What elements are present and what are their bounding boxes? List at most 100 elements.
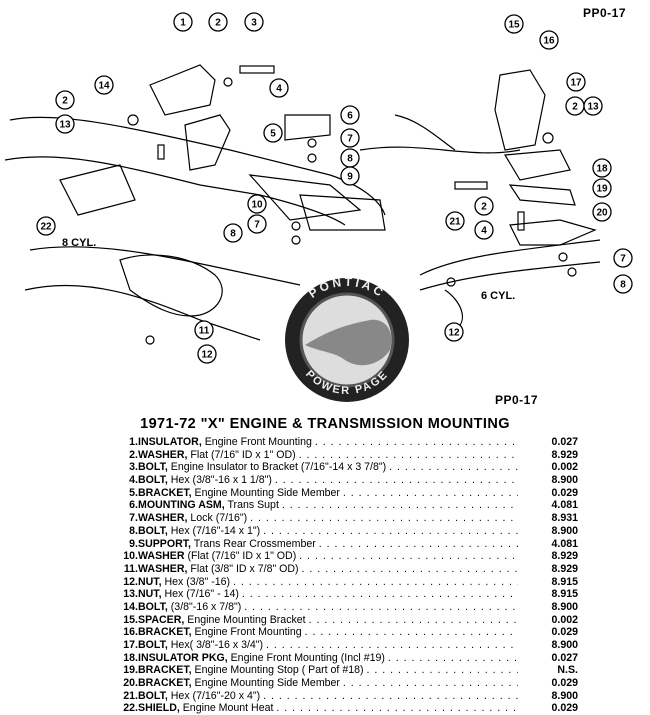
part-row: 21.BOLT, Hex (7/16"-20 x 4") . . . . . .… xyxy=(108,690,578,703)
part-description: BRACKET, Engine Mounting Stop ( Part of … xyxy=(138,664,518,677)
callout-number: 1 xyxy=(180,18,186,29)
part-group-number: 8.929 xyxy=(551,550,578,563)
callout-number: 4 xyxy=(276,84,282,95)
callout-circle xyxy=(613,248,633,268)
callout-circle xyxy=(340,128,360,148)
part-number: 21. xyxy=(123,689,138,702)
part-row: 3.BOLT, Engine Insulator to Bracket (7/1… xyxy=(108,461,578,474)
part-group-number: 0.029 xyxy=(551,677,578,690)
part-group-number: 8.900 xyxy=(551,639,578,651)
part-row: 22.SHIELD, Engine Mount Heat . . . . . .… xyxy=(108,702,578,715)
callout-number: 14 xyxy=(98,81,110,92)
callout-circle xyxy=(445,211,465,231)
part-number: 15. xyxy=(123,613,138,626)
part-group-number: N.S. xyxy=(557,664,578,677)
label-8-cyl: 8 CYL. xyxy=(62,237,96,249)
callout-number: 7 xyxy=(254,220,260,231)
part-number: 14. xyxy=(123,600,138,613)
part-row: 12.NUT, Hex (3/8" -16) . . . . . . . . .… xyxy=(108,576,578,589)
part-row: 13.NUT, Hex (7/16" - 14) . . . . . . . .… xyxy=(108,588,578,601)
part-group-number: 0.002 xyxy=(551,613,578,626)
part-number: 2. xyxy=(129,448,138,461)
callout-number: 4 xyxy=(481,226,487,237)
part-description: BRACKET, Engine Front Mounting . . . . .… xyxy=(138,626,518,639)
part-description: WASHER, Lock (7/16") . . . . . . . . . .… xyxy=(138,512,518,525)
part-group-number: 8.900 xyxy=(551,689,578,702)
part-group-number: 4.081 xyxy=(551,537,578,550)
part-row: 11.WASHER, Flat (3/8" ID x 7/8" OD) . . … xyxy=(108,563,578,576)
part-row: 7.WASHER, Lock (7/16") . . . . . . . . .… xyxy=(108,512,578,525)
part-description: WASHER (Flat (7/16" ID x 1" OD) . . . . … xyxy=(138,550,518,563)
part-description: BOLT, Hex (7/16"-20 x 4") . . . . . . . … xyxy=(138,689,518,702)
callout-circle xyxy=(173,12,193,32)
part-number: 18. xyxy=(123,651,138,664)
callout-circle xyxy=(592,158,612,178)
callout-circle xyxy=(340,105,360,125)
callout-number: 12 xyxy=(201,350,213,361)
part-description: SPACER, Engine Mounting Bracket . . . . … xyxy=(138,613,518,626)
part-row: 20.BRACKET, Engine Mounting Side Member … xyxy=(108,677,578,690)
part-number: 9. xyxy=(129,537,138,550)
callout-circle xyxy=(55,90,75,110)
part-description: BOLT, (3/8"-16 x 7/8") . . . . . . . . .… xyxy=(138,600,518,613)
part-group-number: 0.027 xyxy=(551,651,578,664)
callout-circle xyxy=(208,12,228,32)
part-number: 22. xyxy=(123,702,138,715)
part-description: BOLT, Hex( 3/8"-16 x 3/4") . . . . . . .… xyxy=(138,639,518,651)
part-description: BRACKET, Engine Mounting Side Member . .… xyxy=(138,677,518,690)
part-group-number: 8.915 xyxy=(551,588,578,601)
part-row: 2.WASHER, Flat (7/16" ID x 1" OD) . . . … xyxy=(108,449,578,462)
callout-circle xyxy=(244,12,264,32)
callout-number: 10 xyxy=(251,200,263,211)
callout-number: 6 xyxy=(347,111,353,122)
callout-circle xyxy=(269,78,289,98)
callout-number: 11 xyxy=(199,326,210,337)
callout-number: 8 xyxy=(347,154,353,165)
part-number: 7. xyxy=(129,512,138,525)
part-number: 1. xyxy=(129,436,138,448)
callout-number: 18 xyxy=(596,164,608,175)
part-number: 11. xyxy=(123,562,138,575)
callout-number: 15 xyxy=(508,20,520,31)
part-description: BOLT, Engine Insulator to Bracket (7/16"… xyxy=(138,461,518,474)
callout-circle xyxy=(504,14,524,34)
part-row: 6.MOUNTING ASM, Trans Supt . . . . . . .… xyxy=(108,499,578,512)
part-group-number: 8.931 xyxy=(551,512,578,525)
part-number: 6. xyxy=(129,499,138,512)
part-row: 15.SPACER, Engine Mounting Bracket . . .… xyxy=(108,614,578,627)
part-number: 13. xyxy=(123,588,138,601)
callout-circle xyxy=(539,30,559,50)
part-number: 8. xyxy=(129,524,138,537)
part-group-number: 0.029 xyxy=(551,702,578,715)
part-group-number: 8.900 xyxy=(551,600,578,613)
callout-number: 5 xyxy=(270,129,276,140)
callout-number: 2 xyxy=(62,96,68,107)
callout-number: 3 xyxy=(251,18,257,29)
part-group-number: 0.002 xyxy=(551,461,578,474)
pontiac-power-page-logo: PONTIAC POWER PAGE xyxy=(285,275,409,402)
part-group-number: 0.029 xyxy=(551,486,578,499)
part-description: NUT, Hex (3/8" -16) . . . . . . . . . . … xyxy=(138,575,518,588)
callout-number: 17 xyxy=(570,78,582,89)
part-number: 5. xyxy=(129,486,138,499)
part-row: 14.BOLT, (3/8"-16 x 7/8") . . . . . . . … xyxy=(108,601,578,614)
part-number: 4. xyxy=(129,474,138,487)
part-group-number: 0.029 xyxy=(551,626,578,639)
part-description: MOUNTING ASM, Trans Supt . . . . . . . .… xyxy=(138,499,518,512)
callout-number: 13 xyxy=(59,120,71,131)
part-description: BOLT, Hex (3/8"-16 x 1 1/8") . . . . . .… xyxy=(138,474,518,487)
callout-circle xyxy=(194,320,214,340)
part-number: 10. xyxy=(123,550,138,563)
part-number: 20. xyxy=(123,677,138,690)
part-row: 19.BRACKET, Engine Mounting Stop ( Part … xyxy=(108,664,578,677)
part-description: WASHER, Flat (7/16" ID x 1" OD) . . . . … xyxy=(138,448,518,461)
part-description: INSULATOR, Engine Front Mounting . . . .… xyxy=(138,436,518,448)
callout-circle xyxy=(474,220,494,240)
callout-number: 7 xyxy=(347,134,353,145)
callout-number: 12 xyxy=(448,328,460,339)
part-group-number: 8.900 xyxy=(551,474,578,487)
callout-number: 2 xyxy=(481,202,487,213)
part-number: 19. xyxy=(123,664,138,677)
callout-number: 2 xyxy=(572,102,578,113)
